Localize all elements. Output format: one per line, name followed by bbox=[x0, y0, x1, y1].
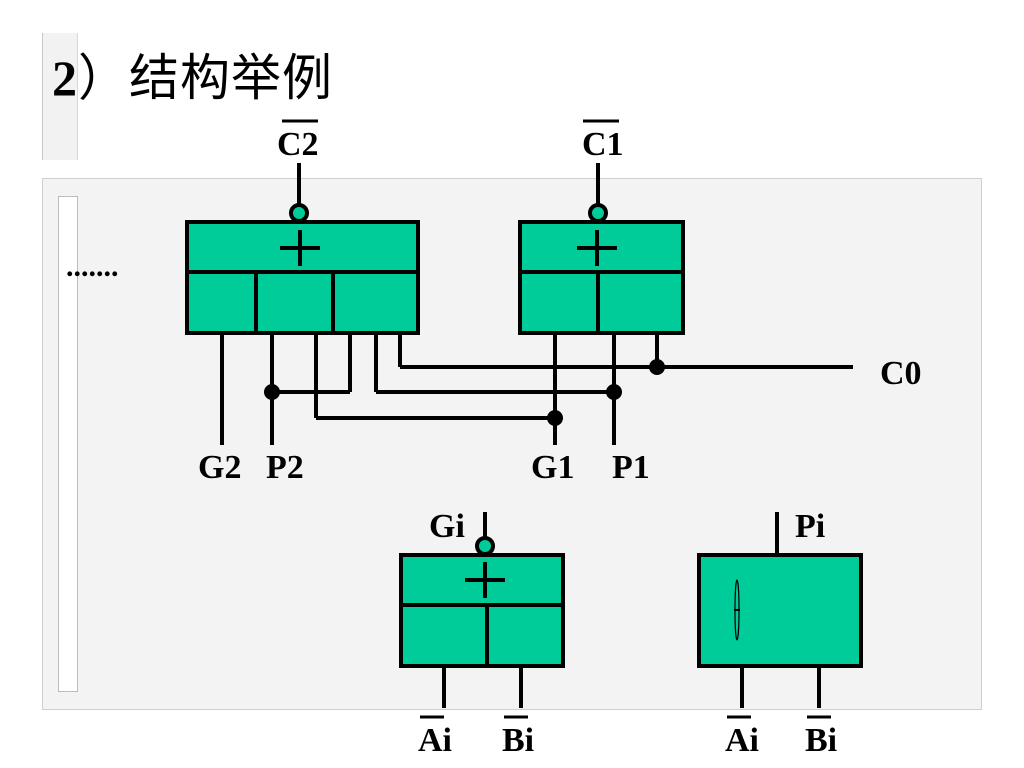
inverter-bubble-c1 bbox=[588, 203, 608, 223]
junction-dot bbox=[649, 359, 665, 375]
title-number: 2 bbox=[52, 50, 78, 106]
title-accent-bar bbox=[42, 33, 78, 160]
ellipsis-label: ....... bbox=[66, 250, 119, 283]
label-bi-left: Bi bbox=[502, 722, 534, 759]
label-bi-right: Bi bbox=[805, 722, 837, 759]
panel-left-strip bbox=[58, 196, 78, 692]
label-p1: P1 bbox=[612, 449, 650, 486]
slide-title: 2）结构举例 bbox=[52, 38, 333, 110]
gate-gi bbox=[399, 553, 565, 668]
label-c0: C0 bbox=[880, 355, 922, 392]
gate-c1 bbox=[518, 220, 685, 335]
gate-c2 bbox=[185, 220, 420, 335]
junction-dot bbox=[547, 410, 563, 426]
label-c2: C2 bbox=[277, 126, 319, 163]
inverter-bubble-gi bbox=[475, 536, 495, 556]
junction-dot bbox=[606, 384, 622, 400]
label-pi: Pi bbox=[795, 508, 825, 545]
title-text: ）结构举例 bbox=[78, 49, 333, 107]
junction-dot bbox=[264, 384, 280, 400]
label-ai-left: Ai bbox=[418, 722, 452, 759]
label-ai-right: Ai bbox=[725, 722, 759, 759]
label-p2: P2 bbox=[266, 449, 304, 486]
inverter-bubble-c2 bbox=[289, 203, 309, 223]
label-g1: G1 bbox=[531, 449, 574, 486]
label-gi: Gi bbox=[429, 508, 465, 545]
label-g2: G2 bbox=[198, 449, 241, 486]
label-c1: C1 bbox=[582, 126, 624, 163]
gate-pi bbox=[697, 553, 863, 668]
